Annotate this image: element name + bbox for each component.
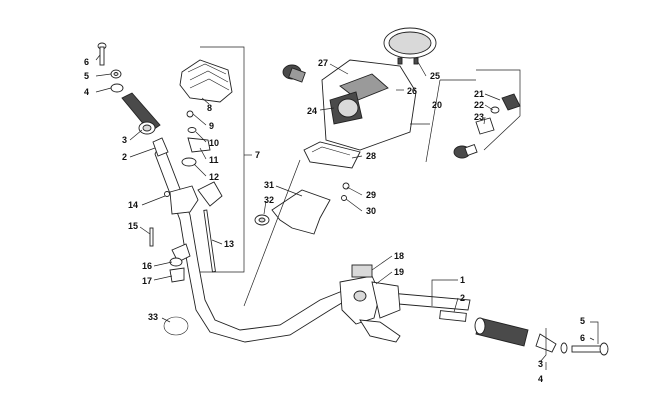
callout-13: 13 bbox=[224, 239, 234, 249]
pod-mount-bracket bbox=[254, 182, 350, 235]
callout-32: 32 bbox=[264, 195, 274, 205]
callout-23: 23 bbox=[474, 112, 484, 122]
callout-10: 10 bbox=[209, 138, 219, 148]
callout-25: 25 bbox=[430, 71, 440, 81]
callout-20: 20 bbox=[432, 100, 442, 110]
callout-8: 8 bbox=[207, 103, 212, 113]
pod-bracket-plate bbox=[303, 141, 361, 169]
callout-17: 17 bbox=[142, 276, 152, 286]
callout-27: 27 bbox=[318, 58, 328, 68]
callout-24: 24 bbox=[307, 106, 317, 116]
callout-2-right: 2 bbox=[460, 293, 465, 303]
callout-15: 15 bbox=[128, 221, 138, 231]
left-grip bbox=[121, 92, 169, 157]
gauge-bezel bbox=[383, 27, 437, 65]
callout-4-left: 4 bbox=[84, 87, 89, 97]
callout-9: 9 bbox=[209, 121, 214, 131]
callout-11: 11 bbox=[209, 155, 219, 165]
callout-33: 33 bbox=[148, 312, 158, 322]
callout-6-right: 6 bbox=[580, 333, 585, 343]
left-bolt bbox=[97, 42, 124, 93]
left-mount-block bbox=[149, 181, 223, 283]
grouping-lines bbox=[200, 46, 521, 307]
throttle-housing-cover bbox=[179, 59, 233, 103]
callout-6-left: 6 bbox=[84, 57, 89, 67]
callout-28: 28 bbox=[366, 151, 376, 161]
switch-parts bbox=[453, 93, 521, 159]
power-outlet bbox=[282, 64, 306, 83]
callout-31: 31 bbox=[264, 180, 274, 190]
callout-1: 1 bbox=[460, 275, 465, 285]
handlebar bbox=[154, 147, 471, 343]
right-grip bbox=[439, 310, 609, 356]
right-throttle-housing bbox=[339, 264, 401, 343]
callout-29: 29 bbox=[366, 190, 376, 200]
housing-small-parts bbox=[181, 110, 211, 167]
callout-12: 12 bbox=[209, 172, 219, 182]
callout-21: 21 bbox=[474, 89, 484, 99]
callout-5-right: 5 bbox=[580, 316, 585, 326]
hose-clamp bbox=[163, 316, 189, 336]
callout-22: 22 bbox=[474, 100, 484, 110]
callout-4-right: 4 bbox=[538, 374, 543, 384]
callout-7: 7 bbox=[255, 150, 260, 160]
callout-18: 18 bbox=[394, 251, 404, 261]
callout-16: 16 bbox=[142, 261, 152, 271]
instrument-pod bbox=[321, 59, 417, 151]
callout-5-left: 5 bbox=[84, 71, 89, 81]
callout-30: 30 bbox=[366, 206, 376, 216]
callout-2-left: 2 bbox=[122, 152, 127, 162]
callout-3-left: 3 bbox=[122, 135, 127, 145]
callout-19: 19 bbox=[394, 267, 404, 277]
callout-26: 26 bbox=[407, 86, 417, 96]
callout-14: 14 bbox=[128, 200, 138, 210]
leader-lines bbox=[95, 54, 599, 370]
callout-3-right: 3 bbox=[538, 359, 543, 369]
callout-labels: 6 5 4 3 2 8 9 10 11 12 7 13 14 15 16 17 … bbox=[84, 57, 585, 384]
